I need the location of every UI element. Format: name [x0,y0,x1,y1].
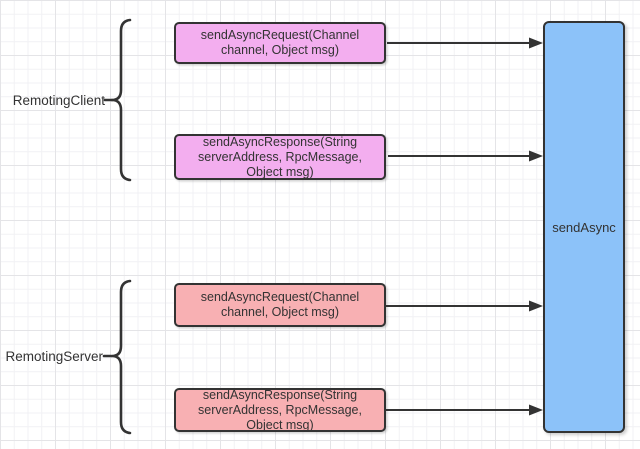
arrow-server-request-head-icon [529,300,543,312]
method-box-client-send-async-request: sendAsyncRequest(Channel channel, Object… [174,22,386,64]
method-box-label: sendAsyncResponse(String serverAddress, … [198,387,362,432]
method-box-server-send-async-response: sendAsyncResponse(String serverAddress, … [174,388,386,432]
arrow-client-response-head-icon [529,150,543,162]
method-box-server-send-async-request: sendAsyncRequest(Channel channel, Object… [174,283,386,327]
brace-remoting-client [110,18,132,182]
target-box-send-async: sendAsync [543,21,625,433]
method-box-label: sendAsyncRequest(Channel channel, Object… [200,290,360,319]
method-box-label: sendAsyncRequest(Channel channel, Object… [200,28,360,57]
group-label-remoting-client: RemotingClient [12,93,105,108]
method-box-label: sendAsyncResponse(String serverAddress, … [198,134,362,179]
method-box-client-send-async-response: sendAsyncResponse(String serverAddress, … [174,134,386,180]
arrow-server-response-head-icon [529,404,543,416]
target-box-label: sendAsync [552,219,616,235]
arrow-client-request-head-icon [529,37,543,49]
group-label-remoting-server: RemotingServer [5,349,103,364]
brace-remoting-server [110,279,132,435]
